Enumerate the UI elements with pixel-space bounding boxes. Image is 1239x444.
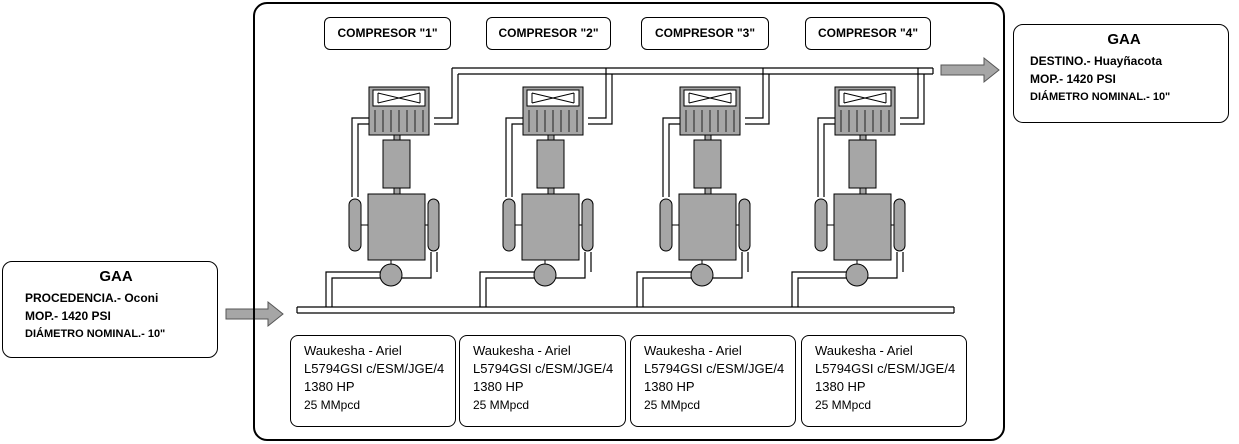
compressor-3-spec: Waukesha - Ariel L5794GSI c/ESM/JGE/4 13… — [630, 335, 796, 427]
suction-pipe — [479, 271, 534, 307]
compressor-3-capacity: 25 MMpcd — [644, 398, 701, 412]
compressor-frame — [678, 193, 737, 261]
source-title: GAA — [99, 268, 133, 285]
source-mop: MOP.- 1420 PSI — [25, 309, 111, 323]
compressor-1-model: Waukesha - Ariel — [304, 343, 402, 358]
compressor-2-spec: Waukesha - Ariel L5794GSI c/ESM/JGE/4 13… — [459, 335, 626, 427]
left-riser-pipe — [817, 117, 835, 197]
source-info-box: GAA PROCEDENCIA.- Oconi MOP.- 1420 PSI D… — [2, 261, 218, 358]
compressor-frame — [833, 193, 892, 261]
source-diameter: DIÁMETRO NOMINAL.- 10" — [25, 328, 166, 340]
compressor-4-type: L5794GSI c/ESM/JGE/4 — [815, 361, 956, 376]
fan-blades — [843, 92, 887, 104]
compressor-4-spec: Waukesha - Ariel L5794GSI c/ESM/JGE/4 13… — [801, 335, 967, 427]
outlet-arrow — [940, 56, 1000, 84]
compressor-2-label: COMPRESOR "2" — [486, 17, 611, 50]
compressor-unit-4 — [791, 68, 925, 307]
suction-pipe — [791, 271, 846, 307]
discharge-pipe — [588, 68, 613, 125]
return-pipe — [868, 252, 904, 279]
compressor-4-label: COMPRESOR "4" — [805, 17, 931, 50]
compressor-4-capacity: 25 MMpcd — [815, 398, 872, 412]
destination-info-box: GAA DESTINO.- Huayñacota MOP.- 1420 PSI … — [1013, 24, 1229, 123]
engine-block — [382, 139, 411, 189]
compressor-4-model: Waukesha - Ariel — [815, 343, 913, 358]
compressor-1-spec: Waukesha - Ariel L5794GSI c/ESM/JGE/4 13… — [290, 335, 456, 427]
compressor-1-type: L5794GSI c/ESM/JGE/4 — [304, 361, 445, 376]
discharge-header — [452, 67, 934, 75]
destination-mop: MOP.- 1420 PSI — [1030, 72, 1116, 86]
fan-blades — [531, 92, 575, 104]
return-pipe — [556, 252, 592, 279]
compressor-3-type: L5794GSI c/ESM/JGE/4 — [644, 361, 785, 376]
compressor-4-power: 1380 HP — [815, 379, 866, 394]
return-pipe — [713, 252, 749, 279]
source-origin: PROCEDENCIA.- Oconi — [25, 291, 159, 305]
compressor-3-power: 1380 HP — [644, 379, 695, 394]
suction-header — [296, 306, 955, 314]
compression-station-frame — [253, 2, 1005, 441]
discharge-pipe — [434, 68, 459, 125]
fan-blades — [377, 92, 421, 104]
fan-blades — [688, 92, 732, 104]
destination-diameter: DIÁMETRO NOMINAL.- 10" — [1030, 91, 1171, 103]
compressor-2-model: Waukesha - Ariel — [473, 343, 571, 358]
discharge-pipe — [900, 68, 925, 125]
compressor-frame — [521, 193, 580, 261]
compressor-unit-2 — [479, 68, 613, 307]
destination-title: GAA — [1107, 31, 1141, 48]
return-pipe — [402, 252, 438, 279]
compressor-2-capacity: 25 MMpcd — [473, 398, 530, 412]
left-riser-pipe — [505, 117, 523, 197]
suction-pipe — [325, 271, 380, 307]
compressor-unit-3 — [636, 68, 770, 307]
suction-pipe — [636, 271, 691, 307]
compressor-1-power: 1380 HP — [304, 379, 355, 394]
compressor-3-model: Waukesha - Ariel — [644, 343, 742, 358]
compressor-1-capacity: 25 MMpcd — [304, 398, 361, 412]
engine-block — [536, 139, 565, 189]
left-riser-pipe — [662, 117, 680, 197]
engine-block — [848, 139, 877, 189]
destination-target: DESTINO.- Huayñacota — [1030, 54, 1163, 68]
left-riser-pipe — [351, 117, 369, 197]
compressor-unit-1 — [325, 68, 459, 307]
compressor-2-power: 1380 HP — [473, 379, 524, 394]
engine-block — [693, 139, 722, 189]
compressor-2-type: L5794GSI c/ESM/JGE/4 — [473, 361, 614, 376]
compressor-1-label: COMPRESOR "1" — [324, 17, 451, 50]
compressor-frame — [367, 193, 426, 261]
compressor-3-label: COMPRESOR "3" — [641, 17, 769, 50]
discharge-pipe — [745, 68, 770, 125]
